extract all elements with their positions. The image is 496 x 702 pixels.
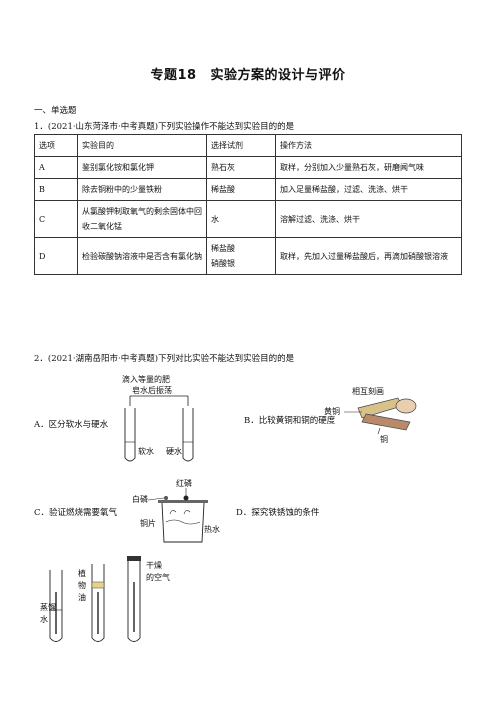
fig-c-copper-sheet-label: 铜片 — [140, 518, 156, 528]
table-cell-option: A — [34, 156, 78, 179]
fig-b-hand — [395, 398, 417, 414]
table-cell-option: D — [34, 237, 78, 275]
title-text: 实验方案的设计与评价 — [210, 68, 346, 83]
table-cell-option: C — [34, 200, 78, 238]
fig-a-bracket — [129, 395, 189, 406]
fig-d-tube-3 — [127, 560, 141, 642]
fig-d-oil-label-3: 油 — [78, 592, 86, 602]
fig-b-copper-label: 铜 — [380, 434, 388, 444]
option-d-caption: D．探究铁锈蚀的条件 — [236, 508, 320, 518]
fig-b-brass-strip — [357, 397, 403, 419]
fig-d-tube-2 — [91, 564, 105, 642]
table-cell-option: B — [34, 178, 78, 201]
table-cell-purpose: 鉴别氯化铵和氯化钾 — [77, 156, 207, 179]
fig-d-tube-1 — [49, 570, 63, 642]
fig-c-beaker — [161, 502, 205, 543]
table-header-cell: 实验目的 — [77, 134, 207, 157]
title-number: 专题18 — [150, 68, 197, 83]
option-a-caption: A．区分软水与硬水 — [34, 420, 109, 430]
question-2: 2．(2021·湖南岳阳市·中考真题)下列对比实验不能达到实验目的的是 — [34, 354, 295, 364]
fig-b-top-label: 相互刻画 — [352, 386, 384, 396]
table-cell-purpose: 从氯酸钾制取氧气的剩余固体中回收二氧化锰 — [77, 200, 207, 238]
fig-c-hot-water-label: 热水 — [204, 524, 220, 534]
fig-b-copper-strip — [361, 413, 411, 431]
table-header-cell: 操作方法 — [275, 134, 462, 157]
table-cell-reagent: 水 — [206, 200, 276, 238]
table-cell-purpose: 检验碳酸钠溶液中是否含有氯化钠 — [77, 237, 207, 275]
table-header-cell: 选择试剂 — [206, 134, 276, 157]
fig-d-oil-label-1: 植 — [78, 568, 86, 578]
table-cell-reagent: 熟石灰 — [206, 156, 276, 179]
option-b-caption: B．比较黄铜和铜的硬度 — [244, 416, 336, 426]
fig-a-hard-label: 硬水 — [166, 446, 182, 456]
table-row: A 鉴别氯化铵和氯化钾 熟石灰 取样，分别加入少量熟石灰，研磨闻气味 — [34, 156, 462, 179]
table-row: C 从氯酸钾制取氧气的剩余固体中回收二氧化锰 水 溶解过滤、洗涤、烘干 — [34, 200, 462, 238]
page-title: 专题18 实验方案的设计与评价 — [0, 64, 496, 83]
figure-iron-rust: 蒸馏 水 植 物 油 干燥 的空气 — [40, 556, 170, 642]
fig-c-white-phosphorus-label: 白磷 — [132, 494, 148, 504]
fig-d-distilled-label-1: 蒸馏 — [40, 602, 56, 612]
fig-c-copper-plate — [158, 500, 208, 503]
fig-c-white-phosphorus — [164, 496, 168, 500]
fig-a-tube-left — [124, 408, 136, 462]
figure-brass-copper: 相互刻画 黄铜 铜 — [324, 386, 417, 444]
fig-d-dry-air-label-2: 的空气 — [146, 572, 170, 582]
table-header-cell: 选项 — [34, 134, 78, 157]
fig-d-oil-layer — [91, 581, 105, 589]
figure-soft-hard-water: 滴入等量的肥 皂水后振荡 软水 硬水 — [122, 374, 194, 462]
question-1: 1．(2021·山东菏泽市·中考真题)下列实验操作不能达到实验目的的是 — [34, 122, 295, 132]
section-heading: 一、单选题 — [34, 106, 77, 116]
fig-c-red-phosphorus-label: 红磷 — [176, 478, 192, 488]
figure-combustion: 红磷 白磷 铜片 热水 — [132, 478, 220, 543]
table-cell-method: 取样，分别加入少量熟石灰，研磨闻气味 — [275, 156, 462, 179]
table-cell-method: 溶解过滤、洗涤、烘干 — [275, 200, 462, 238]
fig-a-label-2: 皂水后振荡 — [132, 385, 172, 395]
fig-d-dry-air-label-1: 干燥 — [146, 561, 162, 570]
fig-a-label-1: 滴入等量的肥 — [122, 374, 170, 384]
table-cell-method: 加入足量稀盐酸，过滤、洗涤、烘干 — [275, 178, 462, 201]
table-cell-reagent: 稀盐酸 硝酸银 — [206, 237, 276, 275]
table-cell-purpose: 除去铜粉中的少量铁粉 — [77, 178, 207, 201]
table-row: B 除去铜粉中的少量铁粉 稀盐酸 加入足量稀盐酸，过滤、洗涤、烘干 — [34, 178, 462, 201]
table-cell-reagent: 稀盐酸 — [206, 178, 276, 201]
fig-d-distilled-label-2: 水 — [40, 614, 48, 624]
fig-a-soft-label: 软水 — [138, 446, 154, 456]
fig-d-oil-label-2: 物 — [78, 580, 86, 590]
options-table: 选项 实验目的 选择试剂 操作方法 A 鉴别氯化铵和氯化钾 熟石灰 取样，分别加… — [34, 134, 462, 275]
table-row: D 检验碳酸钠溶液中是否含有氯化钠 稀盐酸 硝酸银 取样，先加入过量稀盐酸后，再… — [34, 237, 462, 275]
fig-b-brass-label: 黄铜 — [324, 406, 340, 416]
fig-c-red-phosphorus — [183, 495, 189, 501]
fig-d-stopper — [127, 556, 141, 561]
table-header-row: 选项 实验目的 选择试剂 操作方法 — [34, 134, 462, 157]
fig-a-tube-right — [182, 408, 194, 462]
option-c-caption: C．验证燃烧需要氧气 — [34, 508, 118, 518]
table-cell-method: 取样，先加入过量稀盐酸后，再滴加硝酸银溶液 — [275, 237, 462, 275]
